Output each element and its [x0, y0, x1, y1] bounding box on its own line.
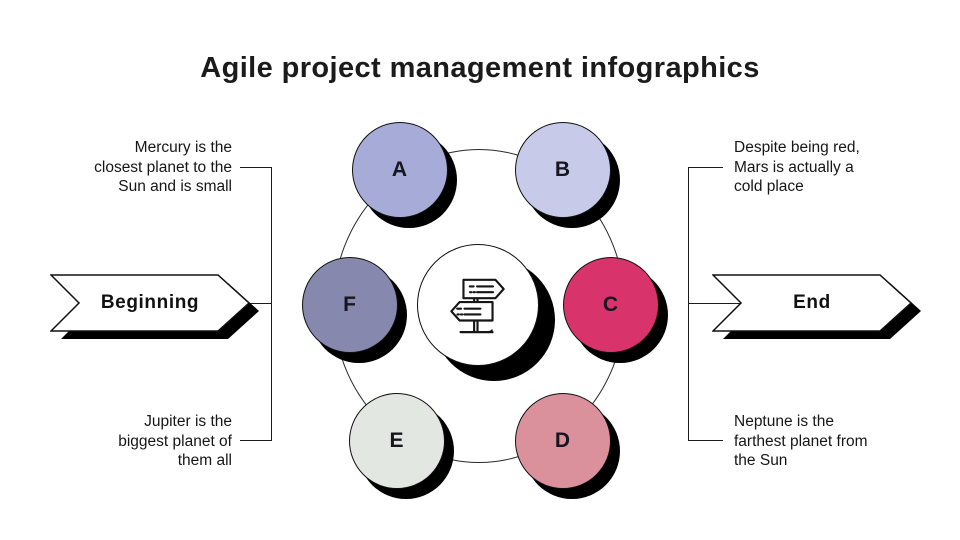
node-label-c: C	[602, 293, 620, 316]
connector-line	[250, 303, 272, 304]
connector-line	[271, 167, 272, 441]
end-label: End	[793, 292, 831, 313]
node-circle-b: B	[515, 122, 611, 218]
note-jupiter: Jupiter is the biggest planet of them al…	[40, 412, 232, 471]
note-line: them all	[177, 452, 232, 469]
node-circle-f: F	[302, 257, 398, 353]
beginning-banner: Beginning	[50, 270, 262, 342]
node-label-b: B	[554, 158, 572, 181]
node-label-e: E	[389, 429, 405, 452]
node-label-f: F	[343, 293, 357, 316]
note-line: Neptune is the	[734, 413, 834, 430]
banner-arrow-shape	[50, 274, 259, 339]
node-circle-d: D	[515, 393, 611, 489]
node-circle-e: E	[349, 393, 445, 489]
center-circle	[417, 244, 539, 366]
banner-arrow-shape	[712, 274, 921, 339]
node-label-a: A	[391, 158, 409, 181]
connector-line	[240, 167, 271, 168]
node-circle-c: C	[563, 257, 659, 353]
note-line: Mercury is the	[134, 139, 232, 156]
connector-line	[688, 440, 723, 441]
note-line: biggest planet of	[118, 432, 232, 450]
connector-line	[688, 167, 689, 441]
node-circle-a: A	[352, 122, 448, 218]
end-banner: End	[712, 270, 924, 342]
note-neptune: Neptune is the farthest planet from the …	[734, 412, 944, 471]
connector-line	[688, 167, 723, 168]
note-mars: Despite being red, Mars is actually a co…	[734, 138, 944, 197]
note-line: Jupiter is the	[144, 413, 232, 430]
note-mercury: Mercury is the closest planet to the Sun…	[40, 138, 232, 197]
connector-line	[240, 440, 271, 441]
note-line: cold place	[734, 178, 804, 195]
note-line: closest planet to the	[94, 158, 232, 176]
note-line: Mars is actually a	[734, 158, 854, 176]
note-line: the Sun	[734, 452, 788, 469]
note-line: Despite being red,	[734, 139, 860, 156]
node-label-d: D	[554, 429, 572, 452]
note-line: Sun and is small	[118, 178, 232, 195]
page-title: Agile project management infographics	[200, 52, 760, 84]
note-line: farthest planet from	[734, 432, 868, 450]
connector-line	[688, 303, 742, 304]
beginning-label: Beginning	[100, 292, 200, 313]
signpost-icon	[450, 278, 505, 334]
